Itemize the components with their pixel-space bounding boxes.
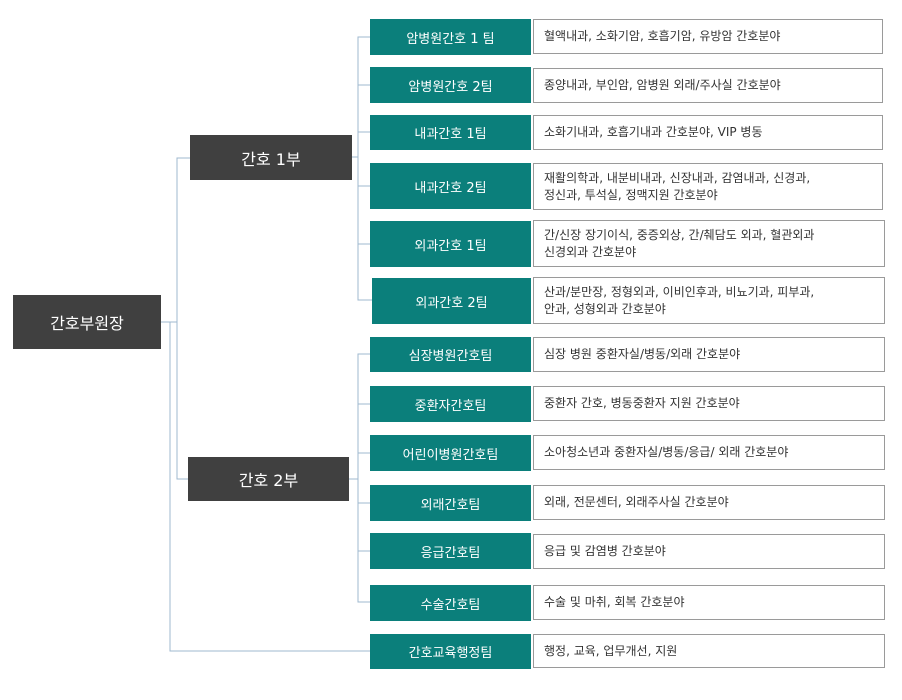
description-line: 중환자 간호, 병동중환자 지원 간호분야 (544, 396, 740, 410)
team-box: 내과간호 2팀 (370, 163, 531, 209)
team-box: 어린이병원간호팀 (370, 435, 531, 471)
team-description: 응급 및 감염병 간호분야 (533, 534, 885, 569)
team-name: 중환자간호팀 (414, 398, 487, 414)
team-box: 심장병원간호팀 (370, 337, 531, 372)
team-name: 심장병원간호팀 (408, 349, 493, 364)
team-description: 행정, 교육, 업무개선, 지원 (533, 634, 885, 668)
description-line: 소아청소년과 중환자실/병동/응급/ 외래 간호분야 (544, 445, 789, 459)
team-name: 간호교육행정팀 (408, 646, 493, 661)
team-box: 외과간호 1팀 (370, 221, 531, 267)
team-description: 재활의학과, 내분비내과, 신장내과, 감염내과, 신경과, 정신과, 투석실,… (533, 163, 883, 210)
description-line: 심장 병원 중환자실/병동/외래 간호분야 (544, 347, 741, 361)
team-name: 외과간호 1팀 (414, 238, 487, 254)
team-name: 외래간호팀 (420, 497, 481, 513)
team-box: 암병원간호 2팀 (370, 67, 531, 103)
team-description: 수술 및 마취, 회복 간호분야 (533, 585, 885, 620)
team-box: 수술간호팀 (370, 585, 531, 621)
description-line: 혈액내과, 소화기암, 호흡기암, 유방암 간호분야 (544, 29, 781, 43)
team-description: 소아청소년과 중환자실/병동/응급/ 외래 간호분야 (533, 435, 885, 470)
root-label: 간호부원장 (50, 314, 124, 333)
description-line: 간/신장 장기이식, 중증외상, 간/췌담도 외과, 혈관외과 (544, 227, 815, 242)
team-box: 외래간호팀 (370, 485, 531, 521)
division-2-box: 간호 2부 (188, 457, 349, 501)
division-2-label: 간호 2부 (238, 471, 299, 490)
team-name: 외과간호 2팀 (415, 295, 488, 311)
team-box: 외과간호 2팀 (372, 278, 531, 324)
description-line: 산과/분만장, 정형외과, 이비인후과, 비뇨기과, 피부과, (544, 284, 815, 299)
team-description: 간/신장 장기이식, 중증외상, 간/췌담도 외과, 혈관외과 신경외과 간호분… (533, 220, 885, 267)
description-line: 소화기내과, 호흡기내과 간호분야, VIP 병동 (544, 125, 763, 139)
description-line: 안과, 성형외과 간호분야 (544, 301, 666, 316)
team-box: 중환자간호팀 (370, 386, 531, 422)
team-description: 혈액내과, 소화기암, 호흡기암, 유방암 간호분야 (533, 19, 883, 54)
team-name: 암병원간호 1 팀 (406, 31, 495, 47)
team-description: 소화기내과, 호흡기내과 간호분야, VIP 병동 (533, 115, 883, 150)
team-name: 내과간호 2팀 (414, 180, 487, 196)
description-line: 외래, 전문센터, 외래주사실 간호분야 (544, 495, 729, 509)
team-description: 심장 병원 중환자실/병동/외래 간호분야 (533, 337, 885, 372)
team-name: 응급간호팀 (420, 545, 481, 561)
team-box: 내과간호 1팀 (370, 115, 531, 150)
description-line: 종양내과, 부인암, 암병원 외래/주사실 간호분야 (544, 78, 781, 92)
team-name: 암병원간호 2팀 (408, 79, 493, 95)
team-name: 어린이병원간호팀 (402, 447, 499, 463)
root-box: 간호부원장 (13, 295, 161, 349)
division-1-label: 간호 1부 (241, 149, 301, 169)
team-description: 외래, 전문센터, 외래주사실 간호분야 (533, 485, 885, 520)
team-box: 응급간호팀 (370, 533, 531, 569)
team-box: 암병원간호 1 팀 (370, 19, 531, 55)
description-line: 정신과, 투석실, 정맥지원 간호분야 (544, 187, 718, 202)
team-description: 중환자 간호, 병동중환자 지원 간호분야 (533, 386, 885, 421)
team-description: 산과/분만장, 정형외과, 이비인후과, 비뇨기과, 피부과, 안과, 성형외과… (533, 277, 885, 324)
team-name: 내과간호 1팀 (414, 127, 487, 142)
education-admin-team-box: 간호교육행정팀 (370, 634, 531, 669)
team-name: 수술간호팀 (420, 597, 481, 613)
description-line: 신경외과 간호분야 (544, 244, 637, 259)
description-line: 응급 및 감염병 간호분야 (544, 544, 666, 558)
description-line: 재활의학과, 내분비내과, 신장내과, 감염내과, 신경과, (544, 170, 811, 185)
team-description: 종양내과, 부인암, 암병원 외래/주사실 간호분야 (533, 68, 883, 103)
description-line: 수술 및 마취, 회복 간호분야 (544, 595, 685, 609)
division-1-box: 간호 1부 (190, 135, 352, 180)
description-line: 행정, 교육, 업무개선, 지원 (544, 643, 678, 658)
